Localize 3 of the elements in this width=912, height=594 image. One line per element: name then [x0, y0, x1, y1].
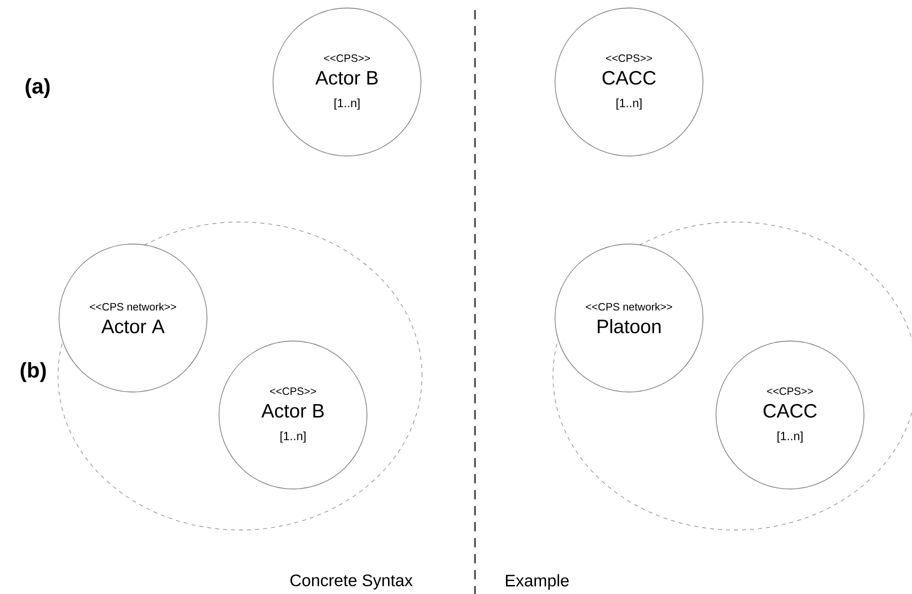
section-label: Example: [506, 574, 569, 590]
section-label: Concrete Syntax: [290, 574, 413, 590]
panel-label: (a): [26, 78, 50, 98]
